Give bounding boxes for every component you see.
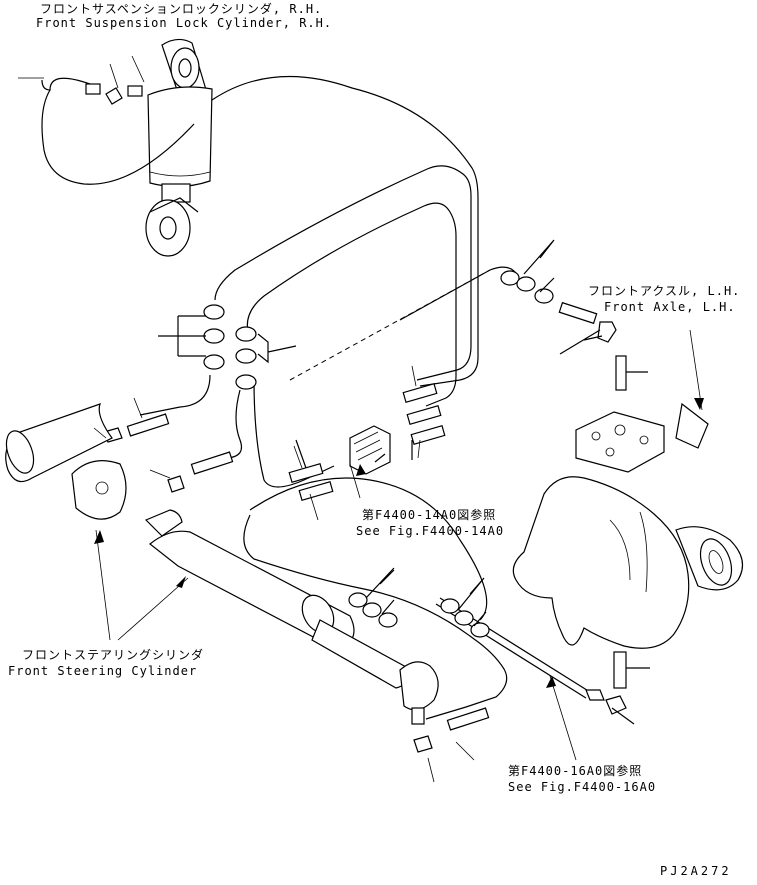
arrow-head	[356, 464, 366, 476]
clamp-group-lower	[348, 567, 605, 701]
axle-fittings	[605, 355, 650, 725]
suspension-lock-cylinder	[145, 38, 213, 257]
axle-label-jp: フロントアクスル, L.H.	[588, 284, 741, 298]
center-steering-cylinder	[144, 509, 490, 753]
arrow-head	[176, 576, 186, 588]
axle-label-en: Front Axle, L.H.	[604, 300, 736, 314]
leader-lines	[18, 55, 703, 783]
suspension-label-en: Front Suspension Lock Cylinder, R.H.	[36, 16, 333, 30]
suspension-fittings	[41, 77, 143, 105]
steering-label-en: Front Steering Cylinder	[8, 664, 198, 678]
steering-label-jp: フロントステアリングシリンダ	[22, 648, 205, 662]
arrow-head	[546, 676, 556, 688]
hydraulic-hoses	[41, 75, 591, 720]
fig14-ref-jp: 第F4400-14A0図参照	[362, 508, 497, 522]
left-steering-cylinder	[5, 403, 127, 520]
clamp-group-center	[158, 304, 297, 390]
suspension-label-jp: フロントサスペンションロックシリンダ, R.H.	[40, 2, 323, 16]
clamp-group-upper-right	[500, 239, 617, 355]
front-axle-knuckle	[512, 402, 744, 649]
arrow-head	[94, 530, 104, 544]
fig14-ref-en: See Fig.F4400-14A0	[356, 524, 505, 538]
fig16-ref-en: See Fig.F4400-16A0	[508, 780, 657, 794]
drawing-code: PJ2A272	[660, 864, 732, 878]
manifold-block	[288, 383, 446, 501]
fig16-ref-jp: 第F4400-16A0図参照	[508, 764, 643, 778]
arrow-head	[694, 398, 704, 410]
